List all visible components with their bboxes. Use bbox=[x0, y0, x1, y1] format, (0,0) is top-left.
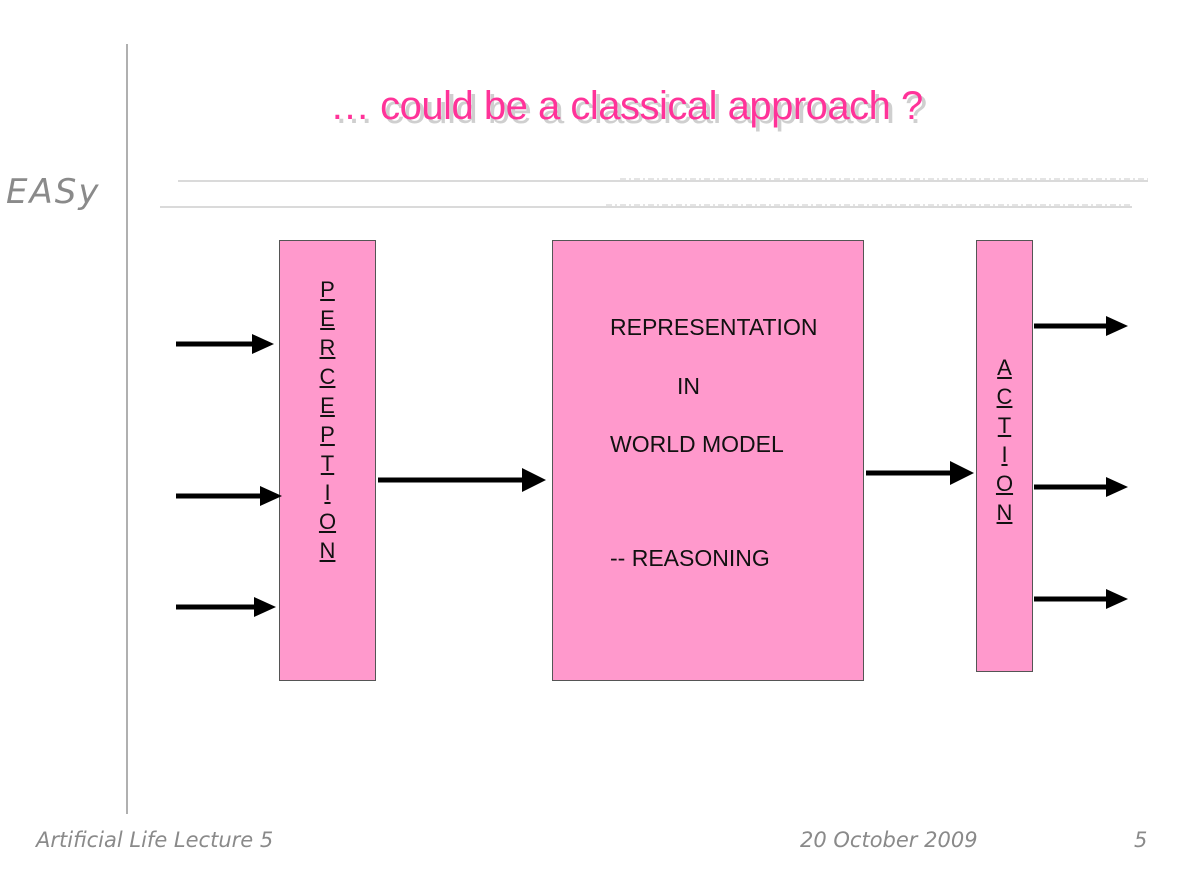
input-arrow-3 bbox=[176, 597, 276, 617]
action-letter: T bbox=[997, 413, 1012, 438]
footer-course: Artificial Life Lecture 5 bbox=[36, 828, 274, 852]
action-letter: O bbox=[995, 471, 1014, 496]
perception-letter: R bbox=[319, 335, 336, 360]
perception-letter: O bbox=[318, 509, 337, 534]
vertical-rule bbox=[126, 44, 128, 814]
action-letter: A bbox=[997, 355, 1012, 380]
output-arrow-3 bbox=[1034, 589, 1128, 609]
input-arrow-2 bbox=[176, 486, 282, 506]
title-shadow: … could be a classical approach ? bbox=[334, 88, 927, 132]
perception-letter: N bbox=[319, 538, 336, 563]
perception-letter: I bbox=[324, 480, 331, 505]
model-to-action-arrow bbox=[866, 461, 974, 485]
perception-letter: P bbox=[320, 277, 335, 302]
world-model-box: REPRESENTATION IN WORLD MODEL -- REASONI… bbox=[552, 240, 864, 681]
input-arrow-1 bbox=[176, 334, 274, 354]
reasoning-label: -- REASONING bbox=[610, 545, 770, 571]
output-arrow-1 bbox=[1034, 316, 1128, 336]
page-title: … could be a classical approach ? bbox=[330, 84, 923, 128]
perception-letter: E bbox=[320, 393, 335, 418]
easy-logo: EASy bbox=[6, 172, 101, 212]
perception-to-model-arrow bbox=[378, 468, 546, 492]
perception-letter: T bbox=[320, 451, 335, 476]
world-model-label: WORLD MODEL bbox=[610, 431, 784, 457]
page-number: 5 bbox=[1134, 828, 1148, 852]
perception-letter: E bbox=[320, 306, 335, 331]
in-label: IN bbox=[677, 373, 700, 399]
action-letter: C bbox=[996, 384, 1013, 409]
perception-letter: P bbox=[320, 422, 335, 447]
action-letter: N bbox=[996, 500, 1013, 525]
output-arrow-2 bbox=[1034, 477, 1128, 497]
footer-date: 20 October 2009 bbox=[800, 828, 978, 852]
perception-letter: C bbox=[319, 364, 336, 389]
title-block: … could be a classical approach ? … coul… bbox=[330, 84, 927, 132]
action-letter: I bbox=[1001, 442, 1008, 467]
representation-label: REPRESENTATION bbox=[610, 314, 818, 340]
